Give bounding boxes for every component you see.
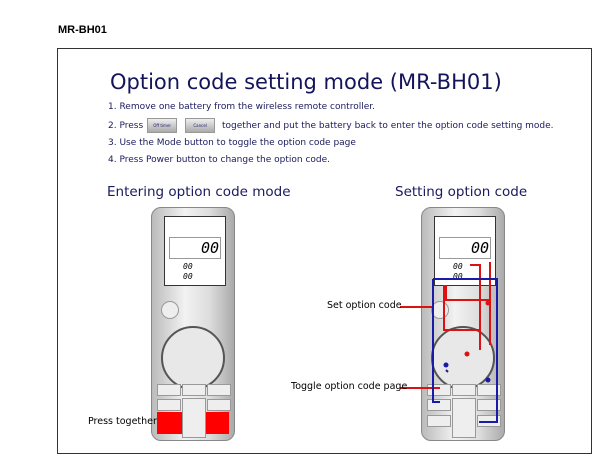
off-timer-button [427,415,451,427]
set-button [207,399,231,411]
swing-button [452,384,476,396]
slide-frame [57,48,592,454]
option-code-red-lines [443,262,491,350]
step-2-prefix: 2. Press [108,121,144,131]
right-heading: Setting option code [395,184,528,200]
step-3: 3. Use the Mode button to toggle the opt… [108,138,356,148]
press-together-label: Press together [88,416,157,427]
step-4: 4. Press Power button to change the opti… [108,155,331,165]
lcd-display: 00 00 00 [164,216,226,286]
display-main: 00 [470,239,489,257]
sleep-button [157,399,181,411]
slide-title: Option code setting mode (MR-BH01) [110,70,502,94]
lcd-display: 00 00 00 [434,216,496,286]
cancel-button-image: Cancel [185,118,216,133]
mode-button [157,384,181,396]
off-timer-button-image: Off timer [147,118,178,133]
document-title: MR-BH01 [58,24,107,36]
remote-controller-left: 00 00 00 [151,207,235,441]
display-row-1: 00 [183,262,193,271]
display-row-2: 00 [183,272,193,281]
on-timer-button [477,384,501,396]
toggle-blue-lines [432,278,498,423]
step-2-suffix: together and put the battery back to ent… [222,121,554,131]
display-row-2: 00 [453,272,463,281]
temp-button [452,398,476,438]
on-timer-button [207,384,231,396]
temp-button [182,398,206,438]
display-row-1: 00 [453,262,463,271]
step-1: 1. Remove one battery from the wireless … [108,102,375,112]
power-button [161,301,179,319]
toggle-option-code-page-label: Toggle option code page [291,381,408,392]
left-heading: Entering option code mode [107,184,291,200]
swing-button [182,384,206,396]
set-option-code-label: Set option code [327,300,402,311]
dial-pad [161,326,225,390]
set-button [477,399,501,411]
display-main: 00 [200,239,219,257]
